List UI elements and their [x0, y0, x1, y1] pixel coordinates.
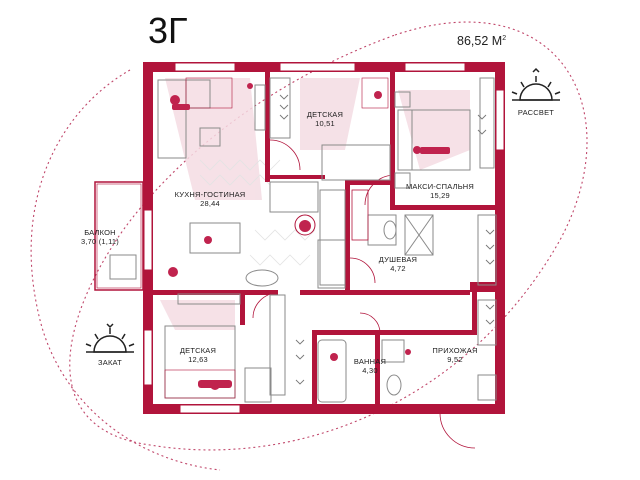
room-label-master: МАКСИ-СПАЛЬНЯ 15,29 — [400, 182, 480, 200]
room-area: 28,44 — [200, 199, 220, 208]
balcony-armchair — [109, 254, 137, 280]
room-label-hall: ПРИХОЖАЯ 9,52 — [425, 346, 485, 364]
unit-code: 3Г — [148, 10, 188, 51]
sunrise-label: РАССВЕТ — [517, 108, 555, 117]
room-name: ДЕТСКАЯ — [179, 346, 217, 355]
total-area-unit-sup: 2 — [502, 34, 507, 42]
total-area-unit: М — [491, 34, 503, 48]
room-label-kids-1: ДЕТСКАЯ 10,51 — [295, 110, 355, 128]
shower-fixtures — [351, 189, 434, 256]
room-name: ДУШЕВАЯ — [378, 255, 418, 264]
hanger-icons — [279, 94, 495, 385]
people-figures — [168, 83, 450, 390]
room-label-shower: ДУШЕВАЯ 4,72 — [368, 255, 428, 273]
room-area: 15,29 — [430, 191, 450, 200]
room-area: 9,52 — [447, 355, 463, 364]
kids-room-1-furniture — [269, 77, 391, 181]
kids-room-2-furniture — [164, 294, 286, 403]
sun-path-curve — [69, 21, 588, 451]
total-area: 86,52 М2 — [457, 34, 506, 48]
room-label-bath: ВАННАЯ 4,30 — [340, 357, 400, 375]
room-name: КУХНЯ-ГОСТИНАЯ — [174, 190, 246, 199]
windows — [143, 62, 505, 414]
master-bedroom-furniture — [394, 77, 495, 189]
room-area: 12,63 — [188, 355, 208, 364]
room-name: ДЕТСКАЯ — [306, 110, 344, 119]
door-arcs — [252, 139, 476, 449]
bath-fixtures — [317, 339, 405, 403]
room-name: БАЛКОН — [84, 228, 116, 237]
sunrise-icon — [511, 67, 561, 101]
kitchen-furniture — [157, 77, 346, 305]
total-area-value: 86,52 — [457, 34, 489, 48]
room-area: 4,30 — [362, 366, 378, 375]
room-label-kids-2: ДЕТСКАЯ 12,63 — [168, 346, 228, 364]
room-area: 4,72 — [390, 264, 406, 273]
hallway-furniture — [477, 214, 497, 401]
room-label-kitchen: КУХНЯ-ГОСТИНАЯ 28,44 — [170, 190, 250, 208]
sunset-label: ЗАКАТ — [98, 358, 122, 367]
room-area: 10,51 — [315, 119, 335, 128]
room-name: ВАННАЯ — [353, 357, 387, 366]
room-name: ПРИХОЖАЯ — [432, 346, 478, 355]
room-label-balcony: БАЛКОН 3,70 (1,11) — [70, 228, 130, 246]
sunset-icon — [85, 323, 135, 353]
room-area: 3,70 (1,11) — [81, 237, 119, 246]
room-name: МАКСИ-СПАЛЬНЯ — [405, 182, 475, 191]
balcony — [94, 181, 144, 291]
sun-path-curve-2 — [30, 69, 221, 471]
